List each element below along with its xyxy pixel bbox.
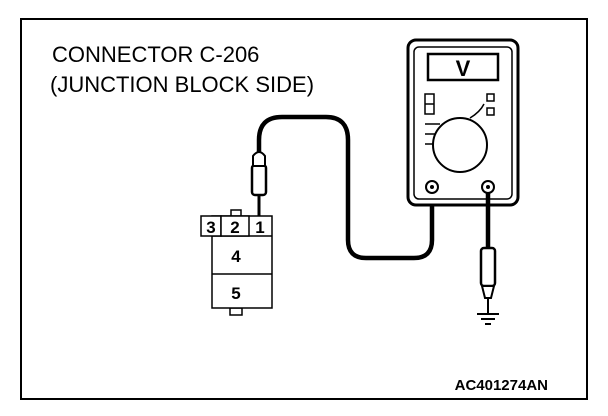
caption-line-2: (JUNCTION BLOCK SIDE) <box>50 72 314 97</box>
pin-1: 1 <box>255 218 264 237</box>
diagram-frame <box>20 18 588 400</box>
connector-c206: 3 2 1 4 5 <box>200 209 273 316</box>
ground-lead <box>479 193 497 314</box>
meter-display: V <box>456 56 471 81</box>
ground-icon <box>477 313 499 325</box>
pin-3: 3 <box>206 218 215 237</box>
pin-2: 2 <box>230 218 239 237</box>
selector-dial-icon <box>432 117 488 173</box>
caption-line-1: CONNECTOR C-206 <box>52 42 259 67</box>
pin-5: 5 <box>231 284 240 303</box>
voltmeter: V <box>406 38 520 207</box>
test-lead-wire <box>256 114 435 261</box>
pin-4: 4 <box>231 247 241 266</box>
probe-connector <box>250 151 268 216</box>
figure-code: AC401274AN <box>455 377 548 394</box>
